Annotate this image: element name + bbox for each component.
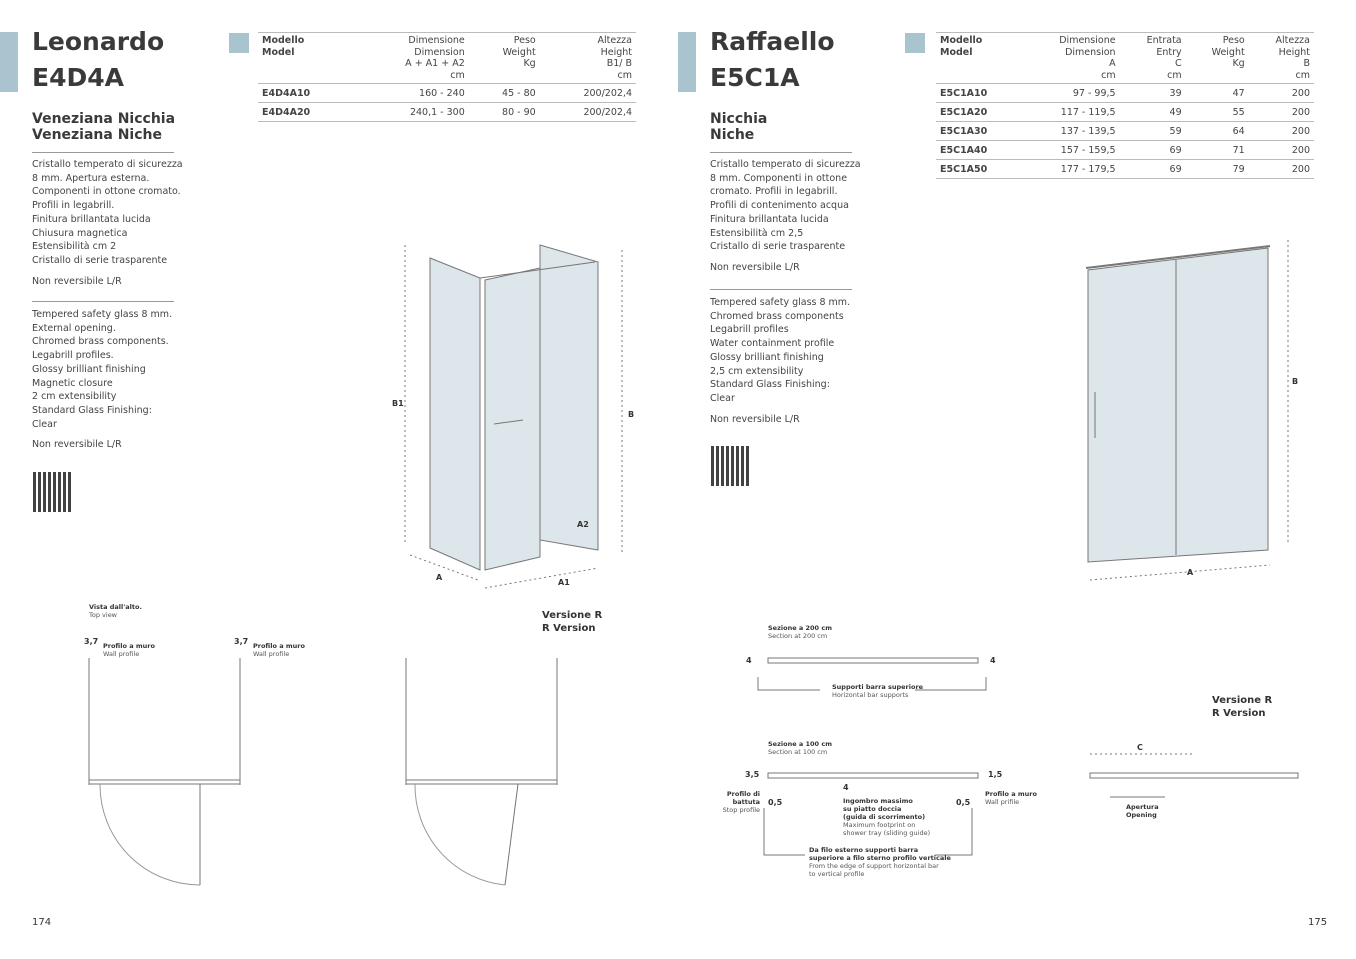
shower-drawing-leonardo [404, 244, 623, 589]
dim-label: 4 [990, 656, 996, 665]
section-drawings [757, 657, 1299, 856]
dim-label: 3,7 [84, 637, 99, 646]
dim-label: 3,5 [745, 770, 760, 779]
divider [710, 289, 852, 290]
description-en: Tempered safety glass 8 mm.External open… [32, 309, 173, 451]
label-b1: B1 [392, 399, 404, 408]
qr-code[interactable] [711, 446, 751, 486]
dim-label: 4 [746, 656, 752, 665]
topview-caption: Vista dall'alto.Top view [89, 603, 142, 619]
dim-label: 0,5 [956, 798, 971, 807]
label-a2: A2 [577, 520, 589, 529]
dim-label: 1,5 [988, 770, 1003, 779]
table-marker [229, 33, 249, 53]
dim-label: 4 [843, 783, 849, 792]
qr-code[interactable] [33, 472, 73, 512]
page-number: 174 [32, 917, 52, 928]
label-a: A [1187, 568, 1194, 577]
label-a1: A1 [558, 578, 570, 587]
accent-bar [0, 32, 18, 92]
label-c: C [1137, 743, 1143, 752]
divider [32, 301, 174, 302]
dim-label: 0,5 [768, 798, 783, 807]
description-en: Tempered safety glass 8 mm.Chromed brass… [710, 297, 851, 425]
topview-drawing [88, 658, 558, 886]
page-number: 175 [1308, 917, 1328, 928]
label-a: A [436, 573, 443, 582]
label-b: B [1292, 377, 1299, 386]
table-marker [905, 33, 925, 53]
divider [710, 152, 852, 153]
label-b: B [628, 410, 635, 419]
divider [32, 152, 174, 153]
shower-drawing-raffaello [1085, 240, 1289, 581]
dim-label: 3,7 [234, 637, 249, 646]
accent-bar [678, 32, 696, 92]
